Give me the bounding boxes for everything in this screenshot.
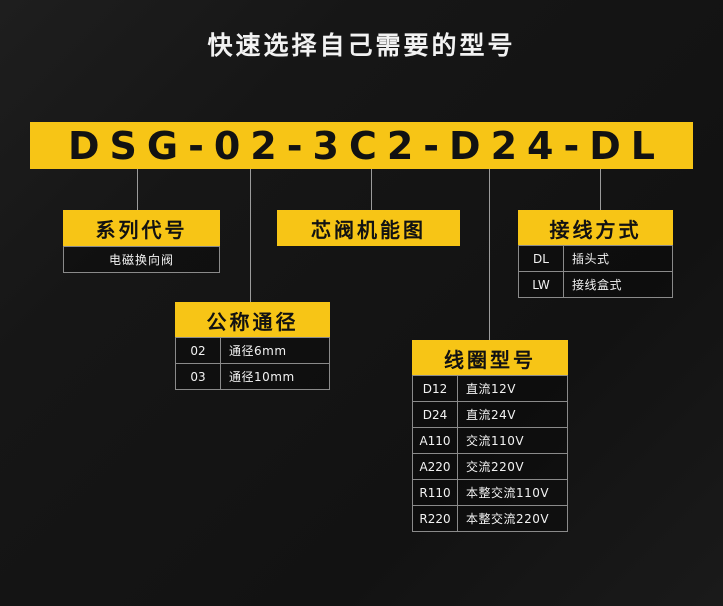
coil-desc: 直流24V — [458, 401, 568, 428]
wiring-desc: 接线盒式 — [564, 271, 673, 298]
connector-line-spool — [371, 169, 372, 210]
model-number-text: DSG-02-3C2-D24-DL — [67, 123, 666, 168]
diameter-desc: 通径10mm — [221, 363, 330, 390]
group-series: 系列代号 电磁换向阀 — [63, 210, 220, 273]
wiring-code: DL — [518, 245, 564, 272]
group-diameter: 公称通径 02 通径6mm 03 通径10mm — [175, 302, 330, 390]
table-row: R220 本整交流220V — [412, 505, 568, 532]
group-spool: 芯阀机能图 — [277, 210, 460, 246]
diameter-code: 03 — [175, 363, 221, 390]
coil-code: D12 — [412, 375, 458, 402]
group-wiring: 接线方式 DL 插头式 LW 接线盒式 — [518, 210, 673, 298]
model-number-banner: DSG-02-3C2-D24-DL — [30, 122, 693, 169]
coil-desc: 交流220V — [458, 453, 568, 480]
table-row: D12 直流12V — [412, 375, 568, 402]
coil-code: A110 — [412, 427, 458, 454]
connector-line-wiring — [600, 169, 601, 210]
diameter-header: 公称通径 — [175, 302, 330, 338]
coil-code: R220 — [412, 505, 458, 532]
coil-code: R110 — [412, 479, 458, 506]
coil-desc: 本整交流220V — [458, 505, 568, 532]
coil-desc: 直流12V — [458, 375, 568, 402]
table-row: A220 交流220V — [412, 453, 568, 480]
wiring-code: LW — [518, 271, 564, 298]
connector-line-series — [137, 169, 138, 210]
table-row: LW 接线盒式 — [518, 271, 673, 298]
coil-code: D24 — [412, 401, 458, 428]
coil-desc: 交流110V — [458, 427, 568, 454]
spool-header: 芯阀机能图 — [277, 210, 460, 246]
connector-line-coil — [489, 169, 490, 340]
connector-line-diameter — [250, 169, 251, 302]
table-row: A110 交流110V — [412, 427, 568, 454]
coil-header: 线圈型号 — [412, 340, 568, 376]
wiring-desc: 插头式 — [564, 245, 673, 272]
series-header: 系列代号 — [63, 210, 220, 246]
series-note: 电磁换向阀 — [63, 246, 220, 273]
wiring-header: 接线方式 — [518, 210, 673, 246]
table-row: DL 插头式 — [518, 245, 673, 272]
coil-desc: 本整交流110V — [458, 479, 568, 506]
diameter-desc: 通径6mm — [221, 337, 330, 364]
table-row: 03 通径10mm — [175, 363, 330, 390]
group-coil: 线圈型号 D12 直流12V D24 直流24V A110 交流110V A22… — [412, 340, 568, 532]
table-row: 02 通径6mm — [175, 337, 330, 364]
diameter-code: 02 — [175, 337, 221, 364]
table-row: R110 本整交流110V — [412, 479, 568, 506]
page-title: 快速选择自己需要的型号 — [207, 31, 516, 60]
coil-code: A220 — [412, 453, 458, 480]
table-row: D24 直流24V — [412, 401, 568, 428]
